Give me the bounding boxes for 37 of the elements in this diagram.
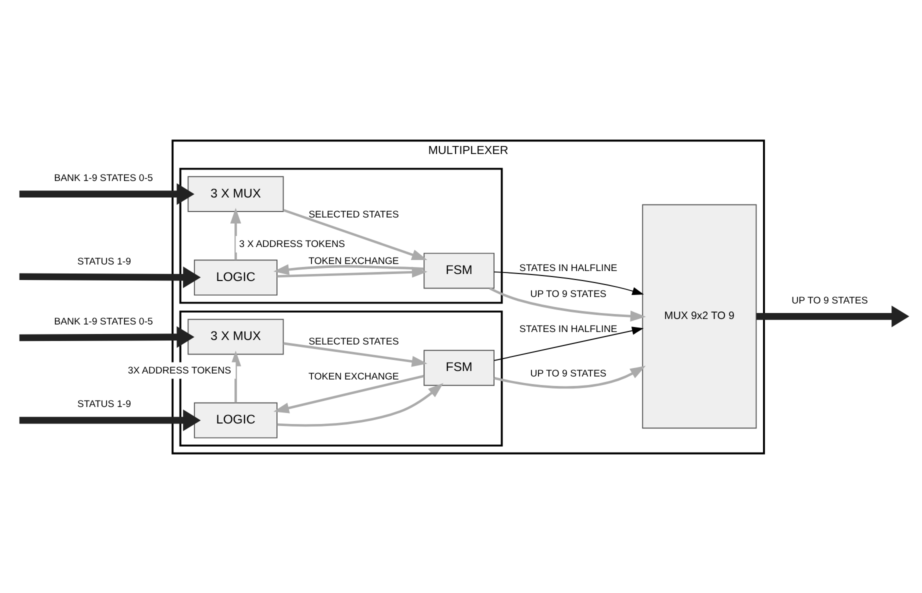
arrow (494, 365, 646, 388)
arrow (230, 207, 242, 260)
arrow (19, 409, 201, 431)
edge-label: UP TO 9 STATES (792, 294, 868, 306)
node-box: FSM (424, 349, 494, 386)
edge-label: UP TO 9 STATES (530, 368, 606, 380)
node-box: 3 X MUX (188, 176, 284, 212)
edge-label: STATES IN HALFLINE (519, 323, 618, 334)
edge-label: STATUS 1-9 (77, 398, 131, 410)
arrow (277, 382, 444, 426)
node-box: MUX 9x2 TO 9 (642, 204, 757, 428)
edge-label: TOKEN EXCHANGE (308, 255, 399, 266)
arrow (19, 326, 194, 348)
edge-label: TOKEN EXCHANGE (308, 371, 399, 382)
edge-label: 3 X ADDRESS TOKENS (239, 238, 345, 250)
edge-label: STATES IN HALFLINE (519, 262, 618, 274)
edge-label: STATUS 1-9 (77, 256, 131, 267)
node-box: 3 X MUX (188, 318, 284, 354)
edge-label: UP TO 9 STATES (530, 288, 606, 300)
arrow (283, 342, 428, 366)
arrow (19, 266, 201, 288)
arrow (494, 270, 644, 294)
node-box: LOGIC (194, 259, 278, 296)
edge-label: SELECTED STATES (308, 208, 399, 220)
node-box: FSM (424, 252, 494, 288)
edge-label: BANK 1-9 STATES 0-5 (54, 316, 153, 328)
arrow (489, 286, 646, 322)
arrow (273, 264, 424, 274)
edge-label: SELECTED STATES (308, 336, 399, 348)
arrow (19, 182, 194, 204)
cluster (179, 167, 503, 304)
arrow (494, 326, 644, 360)
arrow (756, 305, 910, 327)
arrow (283, 208, 428, 260)
node-box: LOGIC (194, 402, 278, 438)
edge-label: BANK 1-9 STATES 0-5 (54, 172, 153, 184)
arrow (273, 374, 424, 413)
